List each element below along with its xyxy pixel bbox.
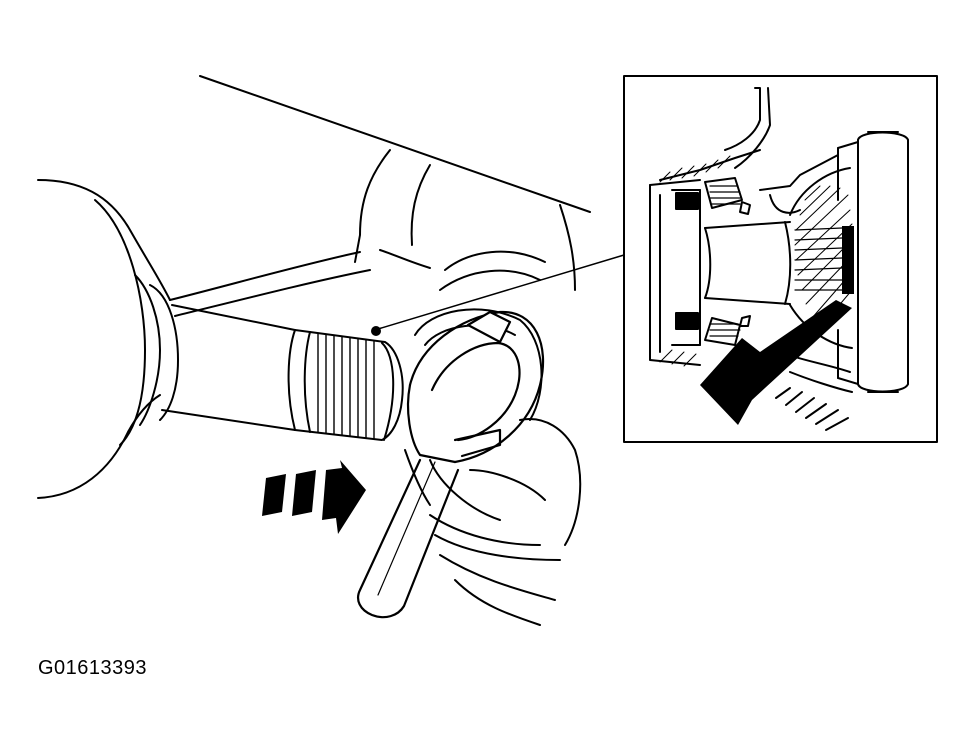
housing-outline: [169, 75, 591, 317]
seal-tool-wrench: [356, 310, 545, 619]
figure-id-label: G01613393: [38, 657, 148, 679]
drive-shaft: [37, 179, 404, 499]
callout-dot: [371, 326, 381, 336]
gear-teeth: [794, 227, 843, 291]
shaft-splines: [317, 333, 375, 440]
inner-seal-ring: [842, 226, 854, 294]
detail-inset-frame: [623, 75, 938, 443]
solid-arrow-pointer-icon: [700, 300, 852, 425]
callout-leader-line: [377, 254, 625, 330]
lower-hatching: [775, 387, 849, 431]
dashed-arrow-right-icon: [262, 460, 366, 534]
differential-seal: [404, 308, 582, 626]
detail-inset: [623, 75, 938, 443]
